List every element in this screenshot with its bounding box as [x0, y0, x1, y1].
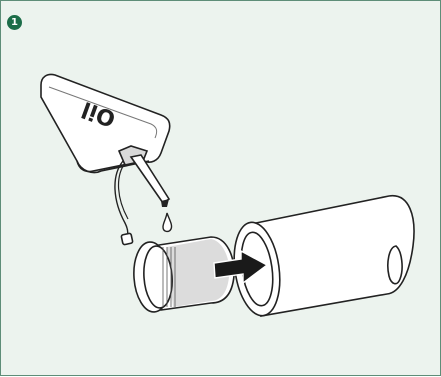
- outer-tube: [229, 196, 414, 319]
- oil-bottle-icon: [41, 74, 170, 244]
- oil-drop-icon: [163, 213, 172, 231]
